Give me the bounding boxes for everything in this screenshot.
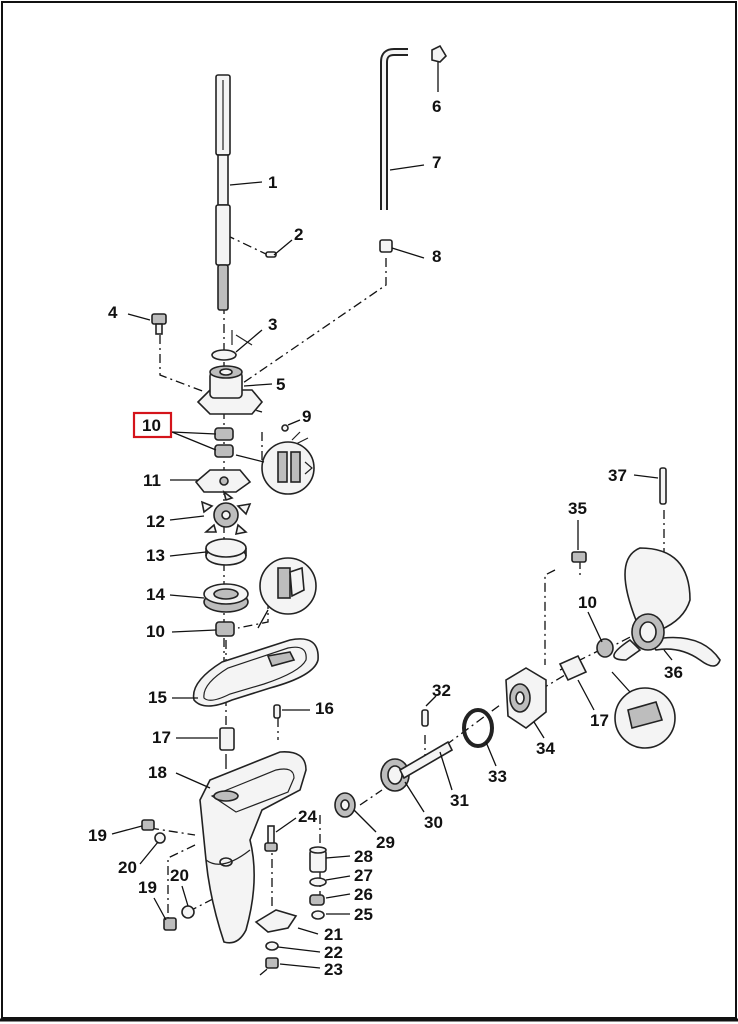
lower-gearcase (199, 751, 307, 944)
drive-shaft (215, 74, 231, 311)
callout-15: 15 (148, 688, 167, 707)
callout-10-upper: 10 (142, 416, 161, 435)
nut-23 (265, 957, 279, 969)
bushing-right (596, 638, 614, 658)
water-tube (380, 48, 408, 210)
dowel-pin (273, 704, 281, 719)
propeller (613, 547, 721, 667)
callout-labels: 1 2 3 4 5 6 7 8 9 10 10 10 11 12 13 14 1… (88, 97, 683, 979)
callout-22: 22 (324, 943, 343, 962)
callout-17-right: 17 (590, 711, 609, 730)
propeller-bearing-housing (505, 667, 547, 729)
callout-3: 3 (268, 315, 277, 334)
callout-35: 35 (568, 499, 587, 518)
callout-28: 28 (354, 847, 373, 866)
detail-inset-key (259, 557, 317, 615)
callout-19-lower: 19 (138, 878, 157, 897)
washer-27 (309, 877, 327, 887)
callout-36: 36 (664, 663, 683, 682)
detail-inset-seal (261, 441, 315, 495)
screw-upper (141, 819, 155, 831)
bushing-upper (214, 427, 234, 458)
callout-2: 2 (294, 225, 303, 244)
callout-19-upper: 19 (88, 826, 107, 845)
sleeve-right (558, 654, 588, 682)
bolt-24 (264, 825, 278, 852)
cap (431, 44, 448, 63)
callout-31: 31 (450, 791, 469, 810)
callout-7: 7 (432, 153, 441, 172)
propeller-shaft (398, 740, 454, 780)
bushing-26 (309, 894, 325, 906)
shear-pin (421, 709, 429, 727)
washer-upper (154, 832, 166, 844)
cotter-pin (659, 467, 667, 505)
screw-35 (571, 551, 587, 563)
callout-34: 34 (536, 739, 555, 758)
callout-30: 30 (424, 813, 443, 832)
washer-25 (311, 910, 325, 920)
callout-10-highlight (132, 411, 173, 439)
pump-housing (196, 365, 264, 415)
callout-14: 14 (146, 585, 165, 604)
bushing-lower (215, 621, 235, 637)
anode-plate (254, 909, 298, 933)
pin (265, 251, 277, 258)
callout-21: 21 (324, 925, 343, 944)
sleeve (219, 727, 235, 751)
gearcase-gasket (192, 638, 319, 707)
callout-23: 23 (324, 960, 343, 979)
callout-17-left: 17 (152, 728, 171, 747)
callout-13: 13 (146, 546, 165, 565)
callout-18: 18 (148, 763, 167, 782)
callout-1: 1 (268, 173, 277, 192)
callout-4: 4 (108, 303, 118, 322)
insert-cartridge (203, 583, 249, 613)
detail-inset-pin (614, 687, 676, 749)
callout-25: 25 (354, 905, 373, 924)
callout-5: 5 (276, 375, 285, 394)
impeller-liner (205, 538, 247, 566)
callout-26: 26 (354, 885, 373, 904)
callout-29: 29 (376, 833, 395, 852)
callout-10-right: 10 (578, 593, 597, 612)
o-ring (462, 708, 494, 748)
grommet (379, 239, 393, 253)
bearing (334, 792, 356, 818)
callout-20-right: 20 (170, 866, 189, 885)
washer (211, 349, 237, 361)
callout-12: 12 (146, 512, 165, 531)
screw-lower (163, 917, 177, 931)
callout-11: 11 (143, 471, 161, 490)
callout-27: 27 (354, 866, 373, 885)
bolt (151, 313, 167, 335)
washer-22 (265, 941, 279, 951)
callout-32: 32 (432, 681, 451, 700)
callout-9: 9 (302, 407, 311, 426)
callout-24: 24 (298, 807, 317, 826)
callout-10-lower: 10 (146, 622, 165, 641)
callout-20-left: 20 (118, 858, 137, 877)
callout-37: 37 (608, 466, 627, 485)
sleeve-28 (309, 846, 327, 873)
small-pin (281, 424, 289, 432)
callout-6: 6 (432, 97, 441, 116)
leader-lines (111, 62, 673, 969)
callout-8: 8 (432, 247, 441, 266)
callout-33: 33 (488, 767, 507, 786)
callout-16: 16 (315, 699, 334, 718)
impeller (200, 490, 252, 536)
washer-lower (181, 905, 195, 919)
